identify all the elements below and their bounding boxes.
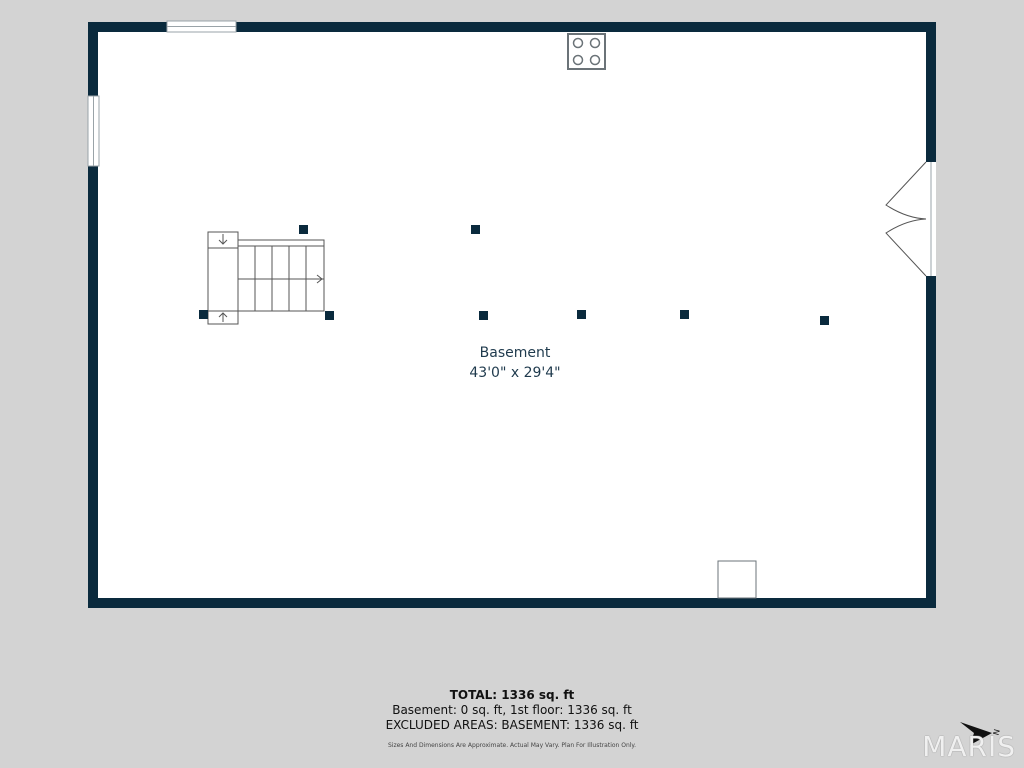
excluded-areas: EXCLUDED AREAS: BASEMENT: 1336 sq. ft <box>385 718 639 732</box>
support-post <box>820 316 829 325</box>
left-window <box>87 95 100 167</box>
area-breakdown: Basement: 0 sq. ft, 1st floor: 1336 sq. … <box>392 703 632 717</box>
floor-fixture <box>717 560 757 599</box>
support-post <box>680 310 689 319</box>
support-post <box>479 311 488 320</box>
support-post <box>299 225 308 234</box>
exterior-walls <box>88 22 936 608</box>
stove-icon <box>567 33 606 70</box>
double-door <box>885 161 936 277</box>
staircase <box>207 231 325 325</box>
total-area: TOTAL: 1336 sq. ft <box>449 688 575 702</box>
brand-watermark: MARIS <box>922 730 1016 763</box>
room-dimensions: 43'0" x 29'4" <box>469 365 561 381</box>
room-name: Basement <box>479 345 551 361</box>
support-post <box>199 310 208 319</box>
support-post <box>577 310 586 319</box>
disclaimer: Sizes And Dimensions Are Approximate. Ac… <box>387 742 637 749</box>
compass-north-label: N <box>992 728 1002 736</box>
top-window <box>166 20 237 33</box>
support-post <box>325 311 334 320</box>
support-post <box>471 225 480 234</box>
compass-icon: N <box>960 722 1002 745</box>
support-posts <box>199 225 829 325</box>
